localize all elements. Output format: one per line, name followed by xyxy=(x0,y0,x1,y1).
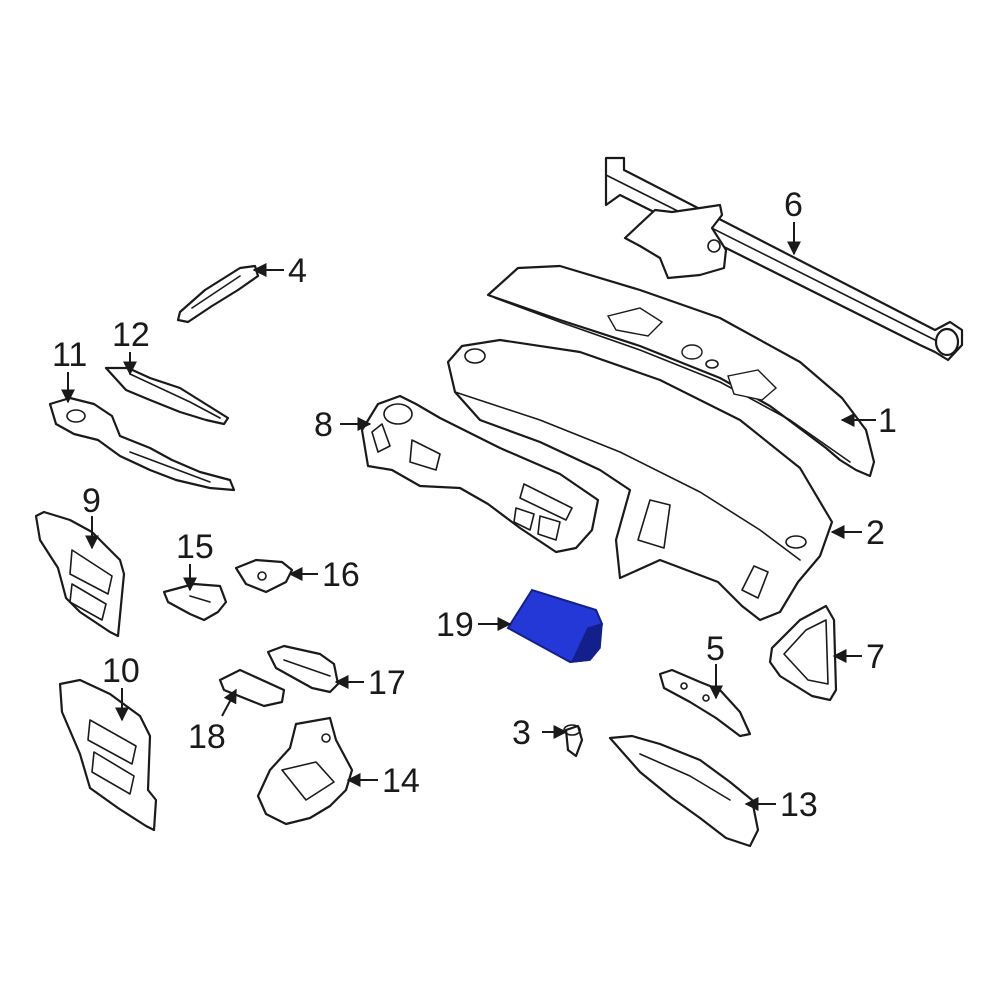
part-15-clip[interactable] xyxy=(162,582,228,622)
part-19-glove-box[interactable] xyxy=(506,588,604,664)
part-14-storage-bin[interactable] xyxy=(256,716,354,826)
callout-labels: 1 2 3 4 5 6 7 8 9 10 11 12 13 14 15 16 1… xyxy=(52,186,897,824)
callout-19: 19 xyxy=(436,606,474,644)
callout-1: 1 xyxy=(878,402,897,440)
part-1-dash-top-pad[interactable] xyxy=(486,264,876,478)
callout-12: 12 xyxy=(112,316,150,354)
callout-13: 13 xyxy=(780,786,818,824)
part-11-trim-panel[interactable] xyxy=(48,396,236,492)
part-13-lower-duct[interactable] xyxy=(608,734,760,848)
leader-lines xyxy=(61,222,876,811)
callout-18: 18 xyxy=(188,718,226,756)
callout-7: 7 xyxy=(866,638,885,676)
callout-9: 9 xyxy=(82,482,101,520)
part-7-end-cap[interactable] xyxy=(768,604,838,702)
callout-6: 6 xyxy=(784,186,803,224)
part-2-instrument-panel[interactable] xyxy=(446,338,834,622)
callout-10: 10 xyxy=(102,652,140,690)
callout-17: 17 xyxy=(368,664,406,702)
callout-4: 4 xyxy=(288,252,307,290)
callout-14: 14 xyxy=(382,762,420,800)
part-10-lower-side-panel[interactable] xyxy=(58,678,158,832)
part-5-reinforcement[interactable] xyxy=(658,668,752,738)
part-6-cross-car-beam[interactable] xyxy=(604,156,964,362)
part-17-duct[interactable] xyxy=(266,644,340,694)
part-4-bracket[interactable] xyxy=(176,264,260,324)
callout-2: 2 xyxy=(866,514,885,552)
callout-15: 15 xyxy=(176,528,214,566)
callout-8: 8 xyxy=(314,406,333,444)
part-8-cluster-bezel[interactable] xyxy=(360,394,600,554)
part-9-side-panel[interactable] xyxy=(34,510,126,638)
callout-3: 3 xyxy=(512,714,531,752)
part-12-trim-strip[interactable] xyxy=(104,366,230,426)
callout-16: 16 xyxy=(322,556,360,594)
part-16-bracket[interactable] xyxy=(234,558,294,594)
part-3-screw[interactable] xyxy=(563,724,584,758)
callout-11: 11 xyxy=(52,336,87,374)
callout-5: 5 xyxy=(706,630,725,668)
